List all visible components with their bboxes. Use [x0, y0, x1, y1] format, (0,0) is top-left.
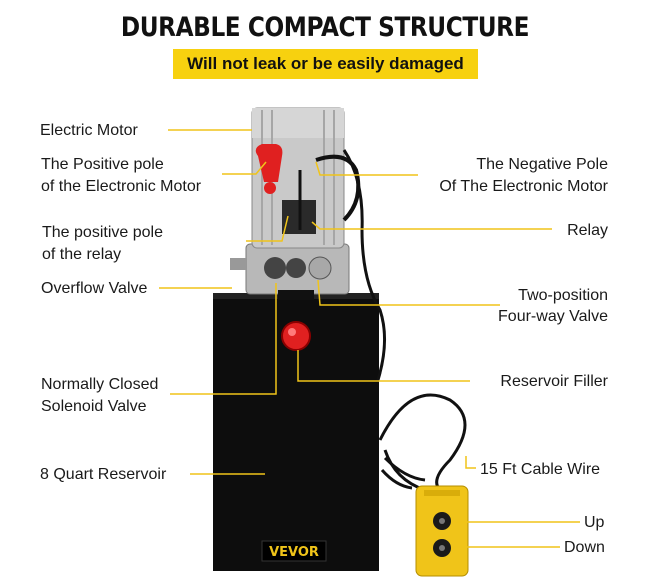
brand-logo: VEVOR	[269, 545, 319, 560]
label-cable-wire: 15 Ft Cable Wire	[480, 461, 601, 478]
brand-badge	[261, 540, 327, 562]
label-four-way-valve-2: Four-way Valve	[498, 308, 608, 325]
label-negative-pole-motor-2: Of The Electronic Motor	[439, 178, 608, 195]
label-reservoir: 8 Quart Reservoir	[40, 466, 167, 483]
label-positive-pole-motor-2: of the Electronic Motor	[41, 178, 202, 195]
label-overflow-valve: Overflow Valve	[41, 280, 148, 297]
label-negative-pole-motor-1: The Negative Pole	[476, 156, 608, 173]
label-reservoir-filler: Reservoir Filler	[500, 373, 608, 390]
label-electric-motor: Electric Motor	[40, 122, 138, 139]
label-positive-pole-motor-1: The Positive pole	[41, 156, 164, 173]
label-four-way-valve-1: Two-position	[518, 287, 608, 304]
label-up: Up	[584, 514, 605, 531]
label-relay: Relay	[567, 222, 608, 239]
label-down: Down	[564, 539, 605, 556]
label-solenoid-valve-2: Solenoid Valve	[41, 398, 147, 415]
subtitle-banner: Will not leak or be easily damaged	[173, 49, 478, 79]
label-positive-pole-relay-1: The positive pole	[42, 224, 163, 241]
label-positive-pole-relay-2: of the relay	[42, 246, 122, 263]
page-title: DURABLE COMPACT STRUCTURE	[120, 12, 530, 43]
filler-cap	[281, 321, 311, 351]
pendant-remote	[415, 485, 469, 577]
pendant-cable	[378, 393, 467, 492]
label-solenoid-valve-1: Normally Closed	[41, 376, 159, 393]
positive-terminal	[255, 144, 283, 182]
